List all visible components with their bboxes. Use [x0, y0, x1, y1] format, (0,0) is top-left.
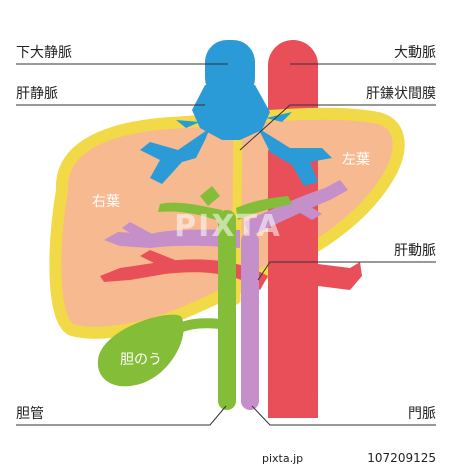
portal-vein-branches	[104, 180, 348, 248]
watermark-text: PIXTA	[174, 209, 282, 244]
footer-id: 107209125	[367, 451, 436, 465]
label-right-lobe: 右葉	[92, 194, 120, 210]
label-left-lobe: 左葉	[342, 152, 370, 168]
portal-vein-trunk	[241, 232, 259, 410]
aorta-bottom-cap	[268, 380, 318, 418]
label-aorta: 大動脈	[394, 45, 436, 61]
label-bile-duct: 胆管	[16, 406, 44, 422]
label-hepatic-vein: 肝静脈	[16, 86, 58, 102]
footer-brand: pixta.jp	[262, 452, 303, 465]
bile-duct-trunk	[218, 210, 236, 410]
aorta-front	[268, 150, 318, 418]
gallbladder-shape	[97, 314, 184, 387]
hepatic-vein-branches	[140, 85, 332, 186]
label-portal-vein: 門脈	[408, 406, 436, 422]
bile-duct-branches	[158, 186, 292, 222]
label-hepatic-artery: 肝動脈	[394, 243, 436, 259]
label-inferior-vena-cava: 下大静脈	[16, 45, 72, 61]
label-falciform-ligament: 肝鎌状間膜	[366, 86, 436, 102]
label-gallbladder: 胆のう	[120, 352, 162, 368]
leader-lines	[16, 63, 436, 426]
